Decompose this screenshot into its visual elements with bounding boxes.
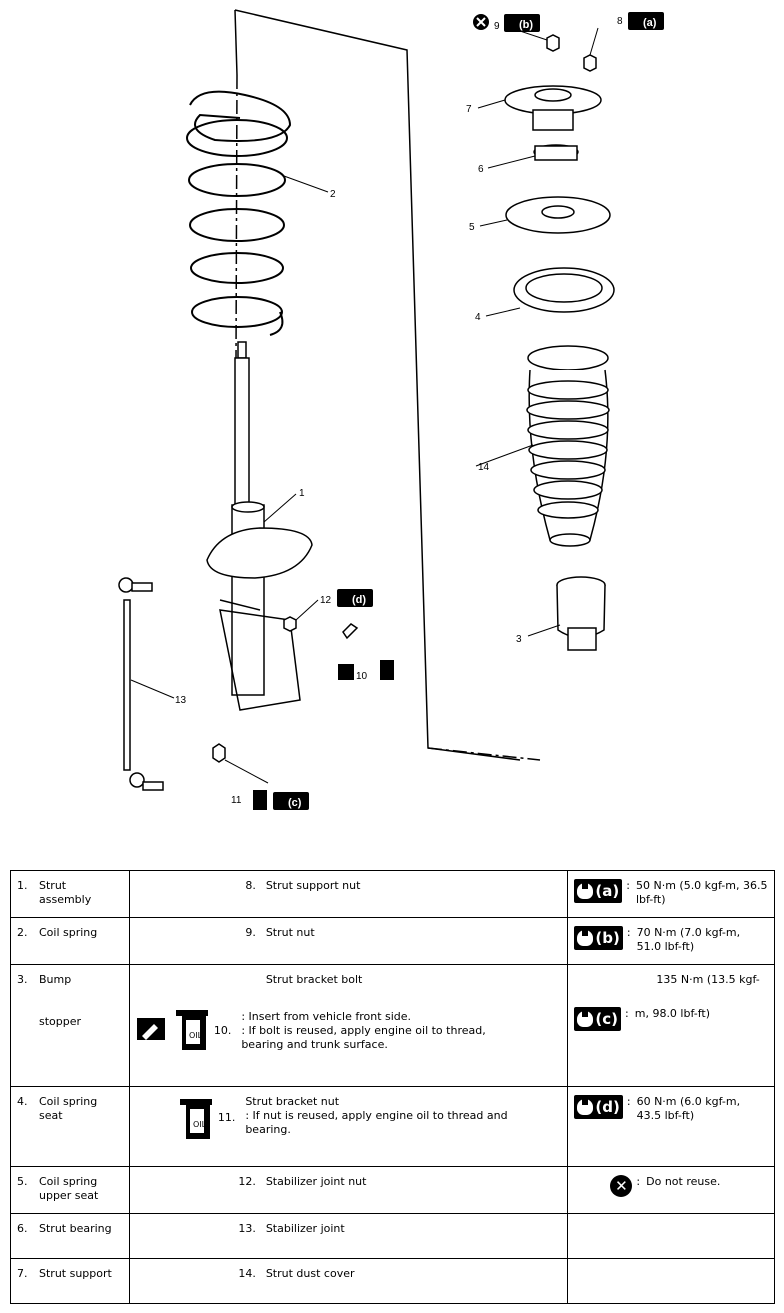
assembly-boundary-lines <box>234 9 541 761</box>
part-name: Strut bracket bolt <box>265 973 363 986</box>
torque-badge-a-icon: (a) <box>628 12 664 30</box>
legend-row: 2.Coil spring 9.Strut nut (b):70 N·m (7.… <box>10 917 775 965</box>
bump-stopper <box>556 576 606 651</box>
stabilizer-joint <box>118 577 164 791</box>
svg-text:(c): (c) <box>288 797 302 809</box>
part-name: Coil spring seat <box>39 1095 98 1122</box>
strut-support-parts <box>504 34 615 313</box>
part-name: Strut bracket nut <box>245 1095 340 1108</box>
strut-dust-cover <box>526 345 610 547</box>
note-text: : If bolt is reused, apply engine oil to… <box>241 1023 486 1051</box>
row-number: 4. <box>17 1095 28 1108</box>
svg-text:(a): (a) <box>643 17 657 29</box>
coil-spring <box>186 90 292 336</box>
strut-assembly <box>206 341 313 711</box>
svg-text:(b): (b) <box>519 19 533 31</box>
do-not-reuse-icon: ✕ <box>610 1175 633 1197</box>
part-name: Strut support <box>39 1267 112 1280</box>
svg-text:OIL: OIL <box>193 1120 207 1129</box>
row-number: 11. <box>217 1111 236 1124</box>
callout-11: 11 <box>231 795 242 806</box>
reuse-note: Do not reuse. <box>646 1175 721 1188</box>
callout-3: 3 <box>516 634 522 645</box>
leader-lines <box>130 25 599 784</box>
do-not-reuse-icon <box>473 14 489 30</box>
part-name: Strut support nut <box>265 879 361 892</box>
row-number: 13. <box>238 1222 256 1235</box>
callout-5: 5 <box>469 222 475 233</box>
legend-row: 6. Strut bearing 13. Stabilizer joint <box>10 1213 775 1259</box>
part-name: Stabilizer joint nut <box>265 1175 367 1188</box>
row-number: 7. <box>17 1267 28 1280</box>
row-number: 1. <box>17 879 28 892</box>
apply-sealant-icon <box>136 1016 166 1045</box>
note-text: : If nut is reused, apply engine oil to … <box>245 1109 508 1136</box>
torque-badge-c-icon: (c) <box>574 1007 622 1031</box>
parts-legend-table: 1. Strut assembly 8. Strut support nut (a)… <box>10 870 775 1304</box>
fasteners <box>212 616 359 763</box>
callout-14: 14 <box>478 462 490 473</box>
legend-row: 7. Strut support 14. Strut dust cover <box>10 1258 775 1304</box>
row-number: 2. <box>17 926 28 939</box>
apply-oil-icon <box>253 660 394 810</box>
torque-badge-a-icon: (a) <box>574 879 623 903</box>
part-name: Coil spring upper seat <box>39 1175 99 1202</box>
row-number: 9. <box>245 926 256 939</box>
part-name: Coil spring <box>39 926 98 939</box>
callout-10: 10 <box>356 671 368 682</box>
legend-row: 4. Coil spring seat OIL 11. Strut bracket… <box>10 1086 775 1167</box>
row-number: 5. <box>17 1175 28 1188</box>
svg-text:OIL: OIL <box>189 1031 203 1040</box>
part-name: Strut dust cover <box>265 1267 355 1280</box>
part-name: Strut bearing <box>39 1222 112 1235</box>
legend-row: 1. Strut assembly 8. Strut support nut (a)… <box>10 870 775 918</box>
callout-13: 13 <box>175 695 187 706</box>
row-number: 8. <box>245 879 256 892</box>
legend-row: 5. Coil spring upper seat 12. Stabilizer j… <box>10 1166 775 1214</box>
row-number: 12. <box>238 1175 256 1188</box>
row-number: 3. <box>17 973 28 986</box>
torque-badge-d-icon: (d) <box>337 589 373 607</box>
torque-badge-c-icon: (c) <box>273 792 309 810</box>
torque-spec: 50 N·m (5.0 kgf-m, 36.5 lbf-ft) <box>635 879 768 906</box>
part-name: Stabilizer joint <box>265 1222 345 1235</box>
note-text: : Insert from vehicle front side. <box>241 1009 412 1023</box>
torque-badge-b-icon: (b) <box>504 14 540 32</box>
engine-oil-icon: OIL <box>172 1006 212 1055</box>
torque-spec: 70 N·m (7.0 kgf-m, 51.0 lbf-ft) <box>636 926 741 953</box>
torque-badge-b-icon: (b) <box>574 926 623 950</box>
part-name: Strut nut <box>265 926 315 939</box>
part-name-continued: stopper <box>39 1015 82 1028</box>
row-number: 10. <box>213 1024 232 1037</box>
legend-row: 3. Bump stopper Strut bracket bolt OIL 10.… <box>10 964 775 1087</box>
torque-spec: 135 N·m (13.5 kgf- <box>656 973 760 986</box>
torque-spec: 60 N·m (6.0 kgf-m, 43.5 lbf-ft) <box>636 1095 741 1122</box>
callout-8: 8 <box>617 16 623 27</box>
callout-6: 6 <box>478 164 484 175</box>
engine-oil-icon: OIL <box>176 1095 216 1144</box>
callout-4: 4 <box>475 312 481 323</box>
svg-text:(d): (d) <box>352 594 366 606</box>
torque-badge-d-icon: (d) <box>574 1095 623 1119</box>
row-number: 14. <box>238 1267 256 1280</box>
row-number: 6. <box>17 1222 28 1235</box>
torque-spec-continued: m, 98.0 lbf-ft) <box>634 1007 710 1020</box>
callout-2: 2 <box>330 189 336 200</box>
part-name: Strut assembly <box>39 879 92 906</box>
callout-1: 1 <box>299 488 305 499</box>
strut-exploded-diagram: 1 2 3 4 5 6 7 8 9 10 11 12 13 14 (b) (a)… <box>118 9 664 810</box>
callout-9: 9 <box>494 21 500 32</box>
callout-7: 7 <box>466 104 472 115</box>
callout-12: 12 <box>320 595 332 606</box>
part-name: Bump <box>39 973 72 986</box>
